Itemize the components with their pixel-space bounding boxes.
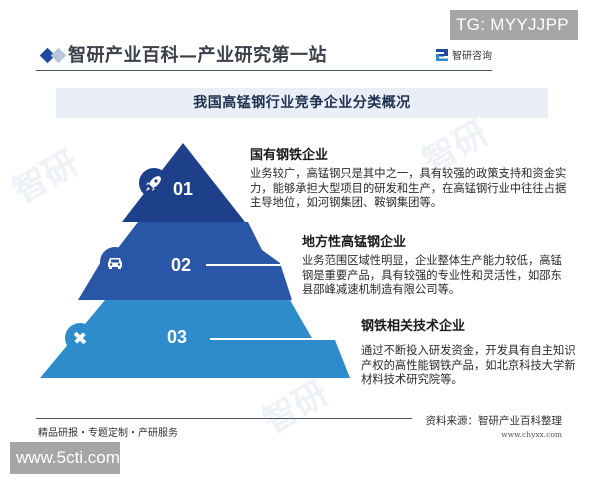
pyramid-tier-3	[40, 300, 350, 378]
tier-3-number: 03	[167, 327, 188, 347]
rocket-icon	[139, 168, 169, 198]
tier-1-heading: 国有钢铁企业	[250, 148, 329, 163]
top-watermark-badge: TG: MYYJJPP	[450, 10, 578, 40]
tier-2-body: 业务范围区域性明显，企业整体生产能力较低，高锰钢是重要产品，具有较强的专业性和灵…	[302, 254, 562, 297]
tier-3-description: 钢铁相关技术企业 通过不断投入研发资金，开发具有自主知识产权的高性能钢铁产品，如…	[361, 315, 586, 388]
tier-3-body: 通过不断投入研发资金，开发具有自主知识产权的高性能钢铁产品，如北京科技大学新材料…	[361, 344, 576, 387]
brand-name: 智研咨询	[452, 51, 492, 62]
satellite-icon	[65, 323, 95, 353]
footer-source: 资料来源：智研产业百科整理	[425, 415, 563, 427]
page-title: 智研产业百科—产业研究第一站	[68, 45, 327, 66]
brand-logo: 智研咨询	[436, 47, 492, 62]
bottom-watermark-badge: www.5cti.com	[10, 442, 120, 474]
tier-2-heading: 地方性高锰钢企业	[302, 235, 407, 250]
footer-divider	[36, 418, 412, 419]
page-header: 智研产业百科—产业研究第一站 智研咨询	[36, 40, 492, 71]
tier-2-description: 地方性高锰钢企业 业务范围区域性明显，企业整体生产能力较低，高锰钢是重要产品，具…	[302, 231, 570, 298]
pyramid-tier-1	[122, 143, 245, 222]
zhiyan-logo-icon	[436, 48, 448, 61]
tier-1-number: 01	[173, 179, 194, 199]
tier-1-body: 业务较广，高锰钢只是其中之一，具有较强的政策支持和资金实力，能够承担大型项目的研…	[250, 167, 567, 210]
footer-tagline: 精品研报・专题定制・产研服务	[38, 428, 178, 439]
car-icon	[100, 247, 130, 277]
chart-title-banner: 我国高锰钢行业竞争企业分类概况	[56, 88, 548, 118]
tier-3-heading: 钢铁相关技术企业	[361, 319, 466, 334]
footer-url[interactable]: www.chyxx.com	[501, 430, 562, 439]
tier-2-number: 02	[171, 255, 192, 275]
tier-1-description: 国有钢铁企业 业务较广，高锰钢只是其中之一，具有较强的政策支持和资金实力，能够承…	[250, 144, 575, 211]
